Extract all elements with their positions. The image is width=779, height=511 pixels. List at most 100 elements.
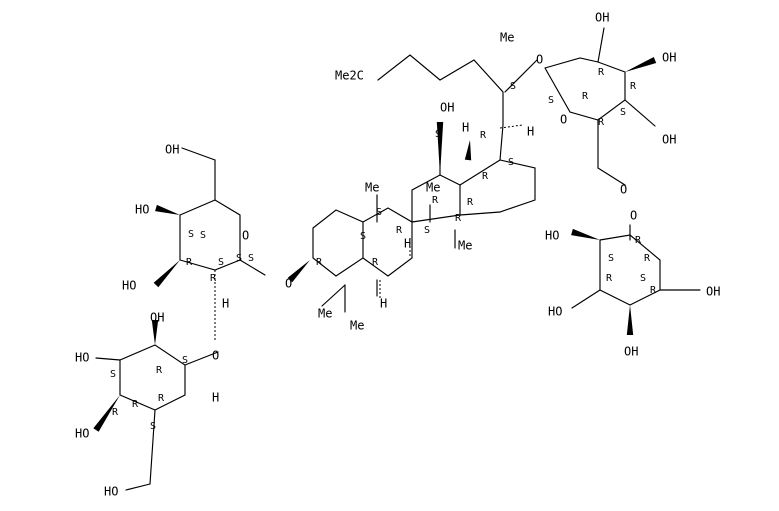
- stereo-descriptor: R: [582, 91, 589, 102]
- atom-label: OH: [662, 51, 676, 65]
- stereo-descriptor: S: [110, 369, 116, 380]
- atom-label: OH: [706, 285, 720, 299]
- stereo-descriptor: R: [480, 130, 487, 141]
- atom-label: H: [462, 121, 469, 135]
- wedge-bond: [436, 122, 444, 175]
- bond-line: [571, 289, 601, 309]
- atom-label: Me: [350, 319, 364, 333]
- atom-label: OH: [662, 133, 676, 147]
- stereo-descriptor: S: [236, 253, 242, 264]
- atom-label: Me: [318, 307, 332, 321]
- stereo-descriptor: R: [372, 257, 379, 268]
- stereo-descriptor: S: [640, 273, 646, 284]
- bond-line: [125, 483, 151, 491]
- atom-label: O: [212, 349, 219, 363]
- bond-chain: [411, 174, 461, 223]
- bond-line: [239, 259, 266, 276]
- stereo-descriptor: R: [316, 257, 323, 268]
- stereo-descriptor: R: [158, 393, 165, 404]
- atom-label: O: [536, 53, 543, 67]
- atom-label: OH: [624, 345, 638, 359]
- bond-line: [624, 99, 656, 127]
- bond-line: [149, 409, 156, 485]
- stereo-descriptor: R: [396, 225, 403, 236]
- atom-label: Me: [500, 31, 514, 45]
- stereo-descriptor: S: [376, 207, 382, 218]
- atom-label: HO: [135, 203, 149, 217]
- atom-label: H: [222, 297, 229, 311]
- wedge-bond: [155, 204, 180, 215]
- atom-label: OH: [440, 101, 454, 115]
- bond-line: [95, 357, 121, 361]
- atom-label: H: [212, 391, 219, 405]
- atom-label: Me: [458, 239, 472, 253]
- atom-label: H: [404, 237, 411, 251]
- stereo-descriptor: S: [510, 81, 516, 92]
- atom-label: H: [380, 297, 387, 311]
- wedge-bond: [287, 260, 310, 283]
- stereo-descriptor: R: [210, 273, 217, 284]
- stereo-descriptor: R: [132, 399, 139, 410]
- bond-line: [181, 147, 216, 161]
- atom-label: HO: [122, 279, 136, 293]
- stereo-descriptor: S: [608, 253, 614, 264]
- atom-label: O: [242, 229, 249, 243]
- stereo-descriptor: R: [467, 197, 474, 208]
- bond-line: [597, 27, 605, 63]
- stereo-descriptor: S: [200, 230, 206, 241]
- atom-label: OH: [150, 311, 164, 325]
- bond-chain: [377, 54, 504, 161]
- stereo-descriptor: S: [508, 157, 514, 168]
- wedge-bond: [93, 395, 120, 432]
- atom-label: HO: [104, 485, 118, 499]
- wedge-bond: [626, 305, 634, 335]
- stereo-descriptor: R: [186, 257, 193, 268]
- atom-label: HO: [545, 229, 559, 243]
- atom-label: O: [560, 113, 567, 127]
- atom-label: HO: [75, 351, 89, 365]
- atom-label: OH: [595, 11, 609, 25]
- stereo-descriptor: R: [482, 171, 489, 182]
- bond-line: [504, 59, 538, 93]
- stereo-descriptor: S: [188, 229, 194, 240]
- bond-line: [184, 351, 219, 366]
- bond-line: [321, 284, 346, 307]
- atom-label: O: [630, 209, 637, 223]
- bond-chain: [362, 207, 413, 277]
- wedge-bond: [571, 228, 600, 240]
- bond-line: [597, 167, 626, 186]
- stereo-descriptor: S: [182, 355, 188, 366]
- stereo-descriptor: R: [598, 67, 605, 78]
- bond-chain: [119, 344, 186, 411]
- wedge-bond: [464, 140, 472, 161]
- stereo-descriptor: R: [635, 235, 642, 246]
- atom-label: HO: [548, 305, 562, 319]
- stereo-descriptor: S: [620, 107, 626, 118]
- bonds: [93, 27, 701, 491]
- wedge-bond: [153, 260, 180, 288]
- stereo-descriptor: R: [112, 407, 119, 418]
- wedge-bond: [151, 320, 159, 345]
- atom-label: Me2C: [335, 69, 364, 83]
- stereo-descriptor: R: [432, 195, 439, 206]
- stereo-descriptor: S: [435, 129, 441, 140]
- stereo-descriptor: S: [218, 257, 224, 268]
- stereo-descriptor: R: [156, 365, 163, 376]
- stereo-descriptor: R: [606, 273, 613, 284]
- atom-label: H: [527, 125, 534, 139]
- stereo-descriptor: R: [644, 253, 651, 264]
- bond-chain: [459, 159, 536, 216]
- stereo-descriptor: R: [630, 81, 637, 92]
- stereo-descriptor: S: [150, 421, 156, 432]
- stereo-descriptor: S: [424, 225, 430, 236]
- atom-label: O: [620, 183, 627, 197]
- stereo-descriptor: S: [248, 253, 254, 264]
- atom-label: O: [285, 277, 292, 291]
- atom-label: Me: [426, 181, 440, 195]
- atom-label: OH: [165, 143, 179, 157]
- atom-label: HO: [75, 427, 89, 441]
- stereo-descriptor: R: [650, 285, 657, 296]
- bond-chain: [544, 57, 626, 121]
